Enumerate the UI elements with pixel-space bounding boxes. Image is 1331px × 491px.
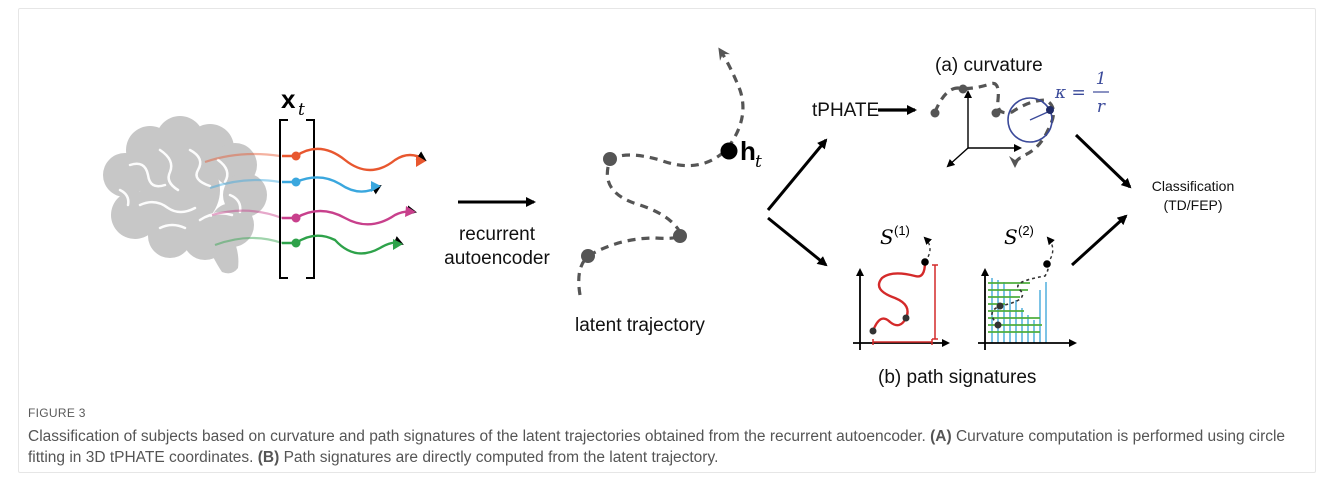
fitted-circle [1007, 97, 1054, 143]
series-1 [282, 147, 427, 172]
svg-text:S: S [1004, 225, 1018, 249]
svg-text:κ =: κ = [1054, 83, 1086, 103]
figure-panel [18, 8, 1316, 473]
series-arrowheads [371, 155, 426, 250]
branch-down-arrow [767, 216, 828, 267]
autoencoder-label: autoencoder [444, 248, 550, 269]
svg-text:(2): (2) [1018, 223, 1034, 238]
series-2 [282, 176, 382, 195]
tphate-label: tPHATE [812, 100, 879, 121]
curvature-to-class-arrow [1074, 133, 1132, 189]
svg-text:h: h [740, 136, 756, 166]
svg-text:x: x [281, 84, 296, 114]
caption-a-tag: (A) [930, 428, 952, 445]
brain-icon [103, 116, 267, 274]
time-series [282, 147, 427, 255]
ht-label: h t [740, 136, 762, 172]
svg-text:(1): (1) [894, 223, 910, 238]
series-3 [282, 205, 417, 226]
classification-label: Classification [1152, 178, 1234, 194]
series-4 [282, 234, 404, 255]
svg-text:t: t [755, 152, 762, 172]
s1-plot [853, 236, 950, 350]
caption-text: Classification of subjects based on curv… [28, 426, 1298, 468]
svg-text:r: r [1097, 97, 1106, 117]
svg-text:1: 1 [1096, 69, 1107, 89]
vector-dots [291, 151, 301, 248]
caption-a-text: Curvature computation is performed using… [28, 428, 1286, 466]
caption-sentence-1: Classification of subjects based on curv… [28, 428, 926, 445]
classes-label: (TD/FEP) [1163, 197, 1222, 213]
caption-b-tag: (B) [257, 449, 280, 466]
xt-label: x t [281, 84, 305, 120]
svg-text:S: S [880, 225, 894, 249]
caption-b-text: Path signatures are directly computed fr… [283, 449, 719, 466]
figure-number: FIGURE 3 [28, 406, 86, 420]
svg-text:t: t [298, 100, 305, 120]
path-signatures-label: (b) path signatures [878, 367, 1036, 388]
s2-label: S (2) [1004, 223, 1034, 249]
kappa-formula: κ = 1 r [1054, 69, 1109, 117]
latent-trajectory [577, 47, 745, 296]
recurrent-label: recurrent [459, 224, 536, 245]
brain-signal-lines [204, 152, 283, 247]
vector-brackets [279, 119, 315, 279]
curvature-trajectory [930, 81, 1056, 168]
tphate-axes [946, 90, 1022, 168]
s1-label: S (1) [880, 223, 910, 249]
figure-caption: FIGURE 3 Classification of subjects base… [28, 406, 1298, 468]
curvature-label: (a) curvature [935, 55, 1043, 76]
s2-plot [978, 236, 1077, 350]
signature-to-class-arrow [1070, 214, 1128, 267]
branch-up-arrow [766, 138, 828, 211]
figure-diagram: x t recurrent autoencoder h t latent tra… [103, 47, 1234, 388]
latent-trajectory-label: latent trajectory [575, 315, 705, 336]
